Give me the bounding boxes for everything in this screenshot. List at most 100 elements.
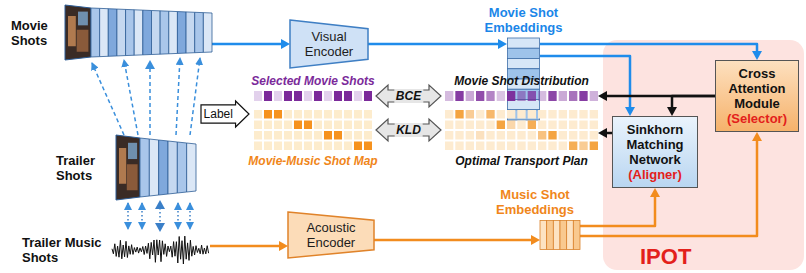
embedding-cell: [560, 221, 567, 250]
matrix-cell: [466, 91, 474, 101]
matrix-cell: [364, 110, 372, 119]
matrix-cell: [476, 121, 484, 130]
matrix-cell: [334, 91, 342, 101]
loss-arrow: [376, 85, 441, 107]
connector-line: [159, 208, 161, 224]
matrix-cell: [314, 142, 322, 151]
block-arrow: [201, 101, 249, 127]
matrix-cell: [264, 91, 272, 101]
arrowhead: [279, 241, 288, 251]
film-frame: [65, 5, 91, 60]
shape: [112, 232, 210, 268]
matrix-cell: [579, 110, 587, 119]
text-area: Cross Attention Module(Selector): [716, 61, 798, 131]
matrix-cell: [590, 142, 598, 151]
shape: [445, 91, 598, 101]
matrix-cell: [445, 121, 453, 130]
matrix-cell: [324, 121, 332, 130]
matrix-cell: [294, 142, 302, 151]
frame-figure: [127, 164, 138, 190]
shape: [65, 5, 212, 60]
matrix-cell: [344, 91, 352, 101]
aligner-box: Sinkhorn Matching Network(Aligner): [612, 116, 698, 188]
node-title: Movie Shot Embeddings: [464, 5, 584, 35]
ipot-region: IPOTCross Attention Module(Selector)Sink…: [603, 40, 804, 270]
matrix-cell: [274, 121, 282, 130]
arrowhead: [598, 128, 607, 138]
matrix-cell: [304, 110, 312, 119]
matrix-cell: [254, 131, 262, 140]
arrowhead: [598, 91, 607, 101]
matrix-cell: [486, 110, 494, 119]
matrix-cell: [294, 121, 302, 130]
music-waveform: Trailer Music Shots: [112, 232, 210, 268]
film-shot: [195, 12, 204, 52]
matrix-cell: [559, 142, 567, 151]
matrix-cell: [264, 110, 272, 119]
matrix-cell: [324, 110, 332, 119]
matrix-cell: [579, 142, 587, 151]
matrix-cell: [304, 121, 312, 130]
matrix-cell: [254, 91, 262, 101]
matrix-cell: [579, 91, 587, 101]
connector: [667, 96, 715, 116]
matrix-cell: [364, 121, 372, 130]
music-correspondence-lines: [128, 203, 190, 229]
text-area: Movie Shot Distribution: [434, 74, 609, 88]
connector: [155, 200, 165, 232]
matrix-cell: [517, 131, 525, 140]
frame-figure: [77, 30, 89, 52]
film-shot: [187, 143, 196, 192]
arrowhead: [625, 107, 635, 116]
matrix-cell: [284, 91, 292, 101]
matrix-cell: [455, 110, 463, 119]
node-title: Acoustic Encoder: [292, 220, 370, 250]
connector: [368, 39, 507, 49]
film-shot: [177, 142, 186, 193]
matrix-cell: [324, 131, 332, 140]
matrix-cell: [294, 131, 302, 140]
embedding-cell: [508, 59, 540, 69]
matrix-cell: [486, 131, 494, 140]
embedding-cell: [508, 38, 540, 48]
matrix-cell: [548, 91, 556, 101]
arrowhead: [752, 132, 762, 141]
arrowhead: [281, 39, 290, 49]
matrix-cell: [497, 121, 505, 130]
matrix-cell: [517, 121, 525, 130]
matrix-cell: [254, 142, 262, 151]
text-area: Movie-Music Shot Map: [228, 154, 398, 168]
arrowhead: [650, 188, 660, 197]
encoder-trapezoid: Acoustic Encoder: [288, 212, 374, 258]
matrix-cell: [486, 142, 494, 151]
text-area: Trailer Music Shots: [22, 235, 104, 265]
matrix-cell: [538, 121, 546, 130]
film-shot: [160, 11, 169, 54]
node-title: Music Shot Embeddings: [470, 187, 600, 217]
shape: [254, 110, 372, 150]
matrix-cell: [284, 131, 292, 140]
matrix-cell: [264, 142, 272, 151]
matrix-cell: [466, 142, 474, 151]
matrix-cell: [324, 142, 332, 151]
matrix-cell: [354, 131, 362, 140]
matrix-cell: [590, 110, 598, 119]
matrix-cell: [274, 142, 282, 151]
film-frame: [116, 135, 140, 200]
matrix-cell: [294, 110, 302, 119]
connector: [580, 188, 660, 226]
matrix-cell: [497, 110, 505, 119]
trailer-shots-strip: Trailer Shots: [116, 135, 196, 200]
matrix-cell: [445, 110, 453, 119]
connector: [212, 39, 290, 49]
matrix-cell: [548, 142, 556, 151]
connector: [598, 128, 612, 138]
dashed-arrow: [92, 63, 124, 135]
text-area: Visual Encoder: [290, 20, 368, 68]
matrix-cell: [314, 91, 322, 101]
matrix-cell: [476, 131, 484, 140]
matrix-cell: [455, 142, 463, 151]
matrix-cell: [559, 110, 567, 119]
matrix-cell: [274, 110, 282, 119]
matrix-cell: [528, 131, 536, 140]
